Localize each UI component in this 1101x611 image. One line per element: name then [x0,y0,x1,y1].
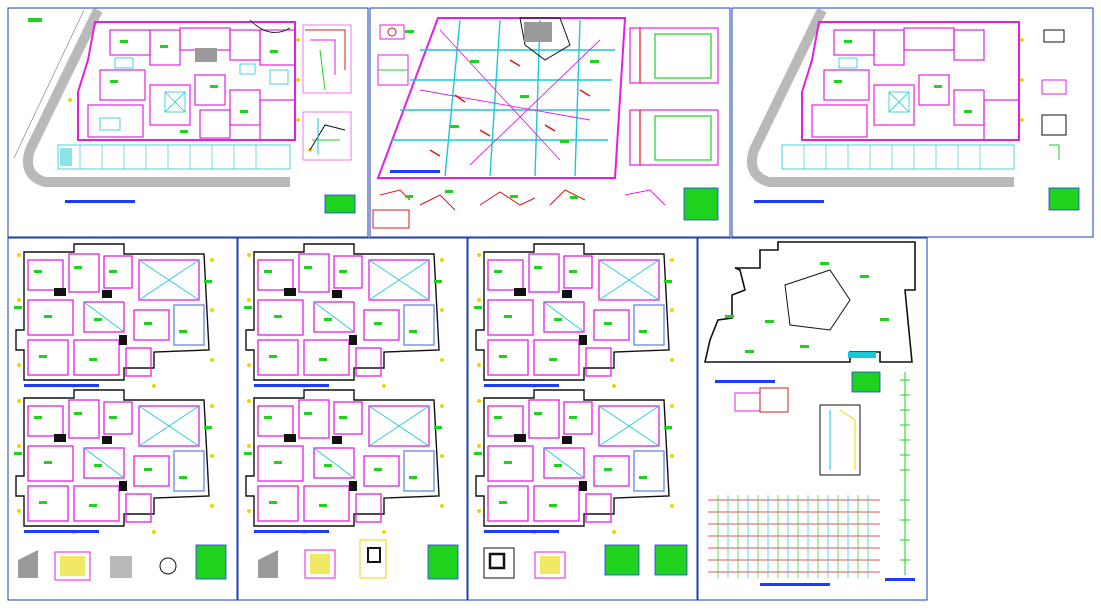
sheet-frame-bottom-1 [7,237,238,601]
details-row-1 [18,544,227,581]
sheet-frame-top-right [731,7,1094,238]
riser-diagram [708,495,880,578]
tank-detail [629,27,719,166]
tank-section-2 [759,387,789,413]
pipe-grid [392,19,615,177]
sheet-frame-bottom-2 [237,237,468,601]
legend-box [324,194,356,214]
parking-strip [57,144,291,170]
typical-floor-plan-lower [13,389,215,535]
floor-plans-sheet-1 [13,243,227,581]
roof-cyan-strip [848,352,876,358]
building-outline [77,21,296,141]
sheet-frames [7,7,1094,601]
vertical-riser [900,372,910,575]
roof-inner [784,269,851,331]
manhole-detail [377,24,409,86]
roof-outline [703,241,916,363]
typical-floor-plan-upper-2 [243,243,445,389]
site-pipe-layout [372,17,719,229]
typical-floor-plan-upper [13,243,215,389]
stair-core [195,48,217,62]
plan-title-bar-site [390,170,440,173]
hatched-block [524,22,552,42]
isometric-details [379,189,666,211]
roof-legend [851,371,881,393]
details-row-2 [258,539,459,580]
floor-plans-sheet-2 [243,243,459,580]
tank-section [734,392,761,412]
sheet-frame-top-middle [369,7,731,238]
section-key-box [372,209,410,229]
red-flow-arrows [429,59,591,157]
typical-floor-plan-lower-2 [243,389,445,535]
road-line [13,9,85,159]
sheet-frame-top-left [7,7,369,238]
green-labels-iso [405,190,578,199]
parking-bays [79,145,257,169]
cyan-fixtures [99,57,289,131]
plan-title-bar [65,200,135,203]
sheet-frame-bottom-3 [467,237,698,601]
door-arc [249,19,291,33]
legend-box-site [683,187,719,221]
ground-floor-plan [13,7,356,214]
site-boundary [376,17,627,179]
right-riser-title [885,578,915,581]
sheet-frame-bottom-4 [697,237,928,601]
green-labels-site [405,30,599,143]
roof-and-riser-sheet [703,241,916,586]
room-walls [87,27,296,141]
details-row-3 [483,544,688,579]
pipe-detail-top [302,24,352,94]
road-edge [22,7,290,187]
ground-floor-plan-b [746,7,1080,211]
hatch-area [60,148,72,166]
riser-title-bar [760,583,830,586]
diagonal-pipes [419,29,601,166]
roof-title-bar [715,380,775,383]
roof-tags [725,262,889,353]
pump-detail [819,404,861,476]
pipe-detail-bottom [302,111,352,161]
typical-floor-plan-upper-3 [473,243,675,389]
typical-floor-plan-lower-3 [473,389,675,535]
pump-pipe [839,409,856,470]
floor-plans-sheet-3 [473,243,688,579]
green-tags [28,18,278,133]
